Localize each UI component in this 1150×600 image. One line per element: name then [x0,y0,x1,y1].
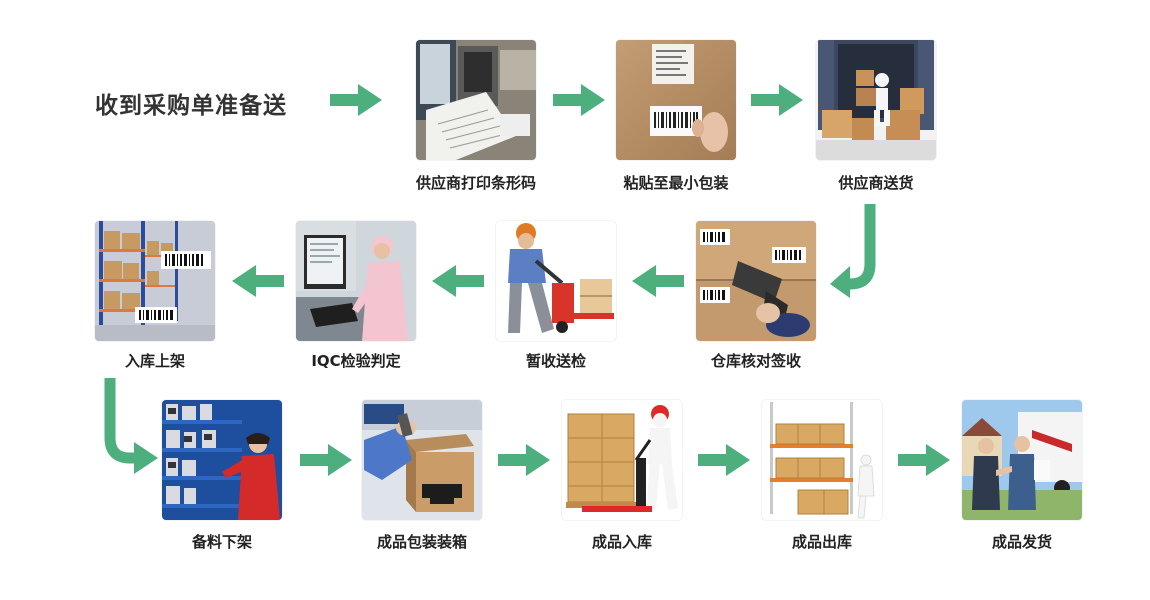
warehouse-shelf-icon [95,221,215,341]
flow-arrow-right [553,84,605,116]
flow-arrow-left [432,265,484,297]
barcode-scanner-icon [696,221,816,341]
flow-arrow-curve-down [102,378,160,474]
packing-box-icon [362,400,482,520]
barcode-printer-icon [416,40,536,160]
step-label: 成品入库 [591,533,652,551]
step-label: IQC检验判定 [311,352,401,370]
flow-arrow-right [330,84,382,116]
shipping-handover-icon [962,400,1082,520]
barcode-label-icon [616,40,736,160]
step-label: 入库上架 [124,352,185,370]
step-label: 供应商打印条形码 [415,174,536,192]
flow-arrow-right [751,84,803,116]
picking-shelf-icon [162,400,282,520]
step-label: 仓库核对签收 [710,352,801,370]
pallet-boxes-icon [562,400,682,520]
step-label: 成品发货 [991,533,1052,551]
step-label: 粘贴至最小包装 [623,174,729,192]
flow-arrow-left [232,265,284,297]
delivery-truck-icon [816,40,936,160]
flow-arrow-right [898,444,950,476]
step-label: 成品出库 [791,533,852,551]
pallet-jack-icon [496,221,616,341]
step-label: 成品包装装箱 [376,533,467,551]
step-label: 供应商送货 [838,174,914,192]
flow-arrow-left [632,265,684,297]
process-title: 收到采购单准备送 [95,93,287,119]
inspection-computer-icon [296,221,416,341]
flow-arrow-right [698,444,750,476]
step-label: 暂收送检 [525,352,586,370]
flow-arrow-curve-down [826,204,890,298]
rack-boxes-icon [762,400,882,520]
flow-arrow-right [498,444,550,476]
flow-arrow-right [300,444,352,476]
step-label: 备料下架 [191,533,252,551]
